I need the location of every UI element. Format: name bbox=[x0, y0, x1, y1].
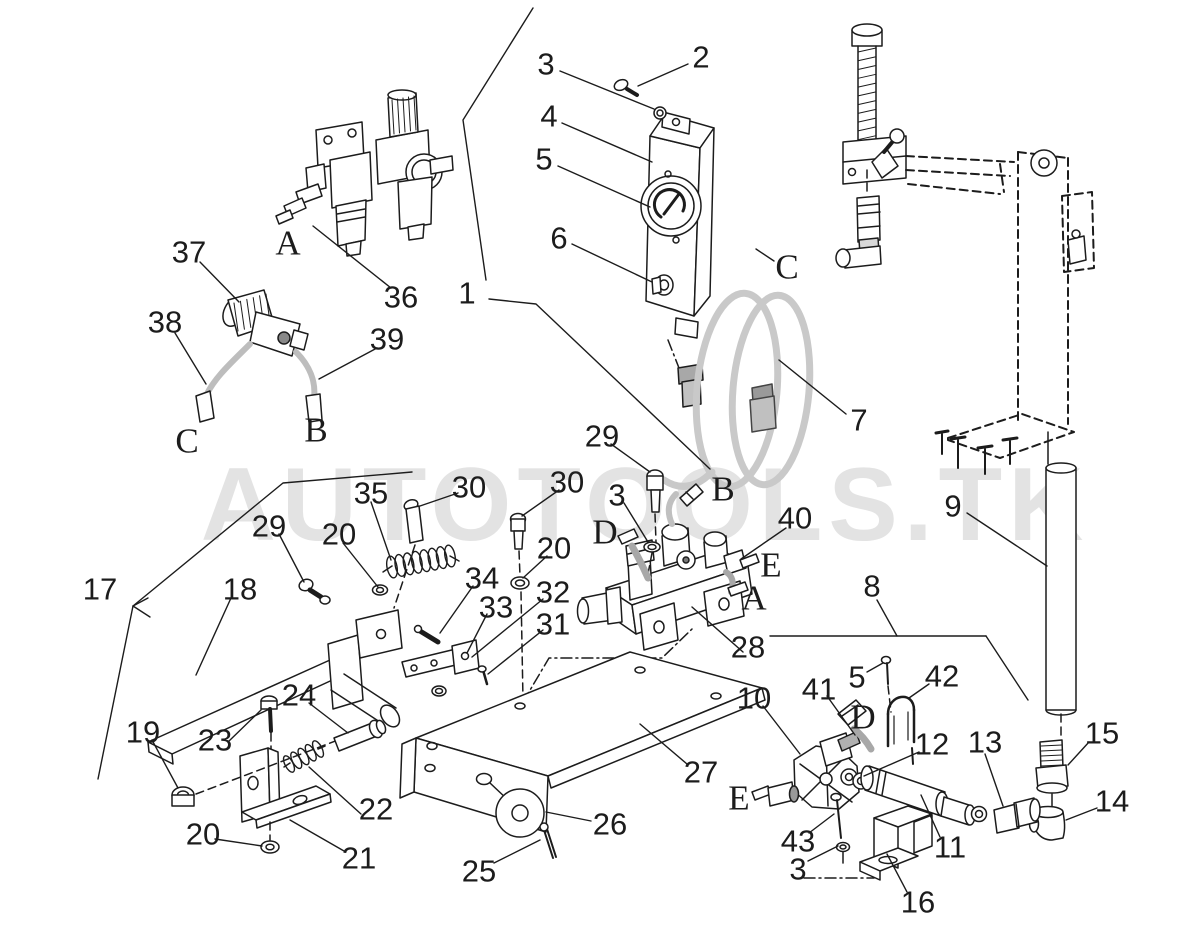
callout-14: 14 bbox=[1095, 784, 1129, 819]
coiled-hose-7 bbox=[660, 289, 814, 491]
cylinder-tube-9 bbox=[1005, 462, 1077, 841]
callout-42: 42 bbox=[925, 659, 959, 694]
valve-37-with-hoses bbox=[195, 289, 323, 423]
callout-23: 23 bbox=[198, 723, 232, 758]
callout-36: 36 bbox=[384, 280, 418, 315]
callout-10: 10 bbox=[737, 681, 771, 716]
callout-8: 8 bbox=[863, 569, 880, 604]
callout-40: 40 bbox=[778, 501, 812, 536]
callout-E-right: E bbox=[728, 779, 749, 818]
callout-C-box: C bbox=[775, 248, 798, 287]
callout-5-right: 5 bbox=[848, 660, 865, 695]
callout-29-left: 29 bbox=[252, 509, 286, 544]
callout-29-top: 29 bbox=[585, 419, 619, 454]
callout-24: 24 bbox=[282, 678, 316, 713]
callout-5-top: 5 bbox=[535, 142, 552, 177]
pump-valve-assembly bbox=[751, 655, 1041, 881]
callout-16: 16 bbox=[901, 885, 935, 920]
callout-41: 41 bbox=[802, 672, 836, 707]
callout-32: 32 bbox=[536, 575, 570, 610]
callout-4: 4 bbox=[540, 99, 557, 134]
callout-C-left: C bbox=[175, 422, 198, 461]
gauge-box bbox=[613, 78, 715, 408]
callout-35: 35 bbox=[354, 476, 388, 511]
callout-A-top: A bbox=[275, 224, 301, 263]
callout-1: 1 bbox=[458, 276, 475, 311]
callout-7: 7 bbox=[850, 403, 867, 438]
callout-6: 6 bbox=[550, 221, 567, 256]
callout-3-top: 3 bbox=[537, 47, 554, 82]
callout-38: 38 bbox=[148, 305, 182, 340]
callout-B-center: B bbox=[711, 470, 734, 509]
callout-25: 25 bbox=[462, 854, 496, 889]
callout-20-mid: 20 bbox=[537, 531, 571, 566]
callout-3-mid: 3 bbox=[608, 478, 625, 513]
callout-B-left: B bbox=[304, 411, 327, 450]
callout-11: 11 bbox=[934, 830, 966, 865]
callout-37: 37 bbox=[172, 235, 206, 270]
callout-18: 18 bbox=[223, 572, 257, 607]
callout-17: 17 bbox=[83, 572, 117, 607]
callout-33: 33 bbox=[479, 590, 513, 625]
callout-15: 15 bbox=[1085, 716, 1119, 751]
callout-3-bottom: 3 bbox=[789, 852, 806, 887]
callout-21: 21 bbox=[342, 841, 376, 876]
callout-30-mid: 30 bbox=[550, 465, 584, 500]
dashed-machine-frame bbox=[835, 23, 1095, 475]
callout-2: 2 bbox=[692, 40, 709, 75]
callout-13: 13 bbox=[968, 725, 1002, 760]
callout-D-mid: D bbox=[592, 513, 617, 552]
callout-43: 43 bbox=[781, 824, 815, 859]
callout-D-right: D bbox=[850, 698, 875, 737]
callout-28: 28 bbox=[731, 630, 765, 665]
callout-27: 27 bbox=[684, 755, 718, 790]
callout-34: 34 bbox=[465, 561, 499, 596]
callout-E-center: E bbox=[760, 546, 781, 585]
callout-26: 26 bbox=[593, 807, 627, 842]
callout-A-mid: A bbox=[741, 579, 767, 618]
pedal-assembly bbox=[147, 498, 489, 854]
callout-31: 31 bbox=[536, 607, 570, 642]
callout-9: 9 bbox=[944, 489, 961, 524]
filter-regulator-lubricator bbox=[275, 89, 454, 257]
callout-22: 22 bbox=[359, 792, 393, 827]
leader-lines bbox=[97, 7, 1098, 893]
callout-20-left: 20 bbox=[322, 517, 356, 552]
manifold-28 bbox=[509, 469, 760, 703]
callout-19: 19 bbox=[126, 715, 160, 750]
callout-30-left: 30 bbox=[452, 470, 486, 505]
callout-20-bottom: 20 bbox=[186, 817, 220, 852]
callout-39: 39 bbox=[370, 322, 404, 357]
callout-12: 12 bbox=[915, 727, 949, 762]
